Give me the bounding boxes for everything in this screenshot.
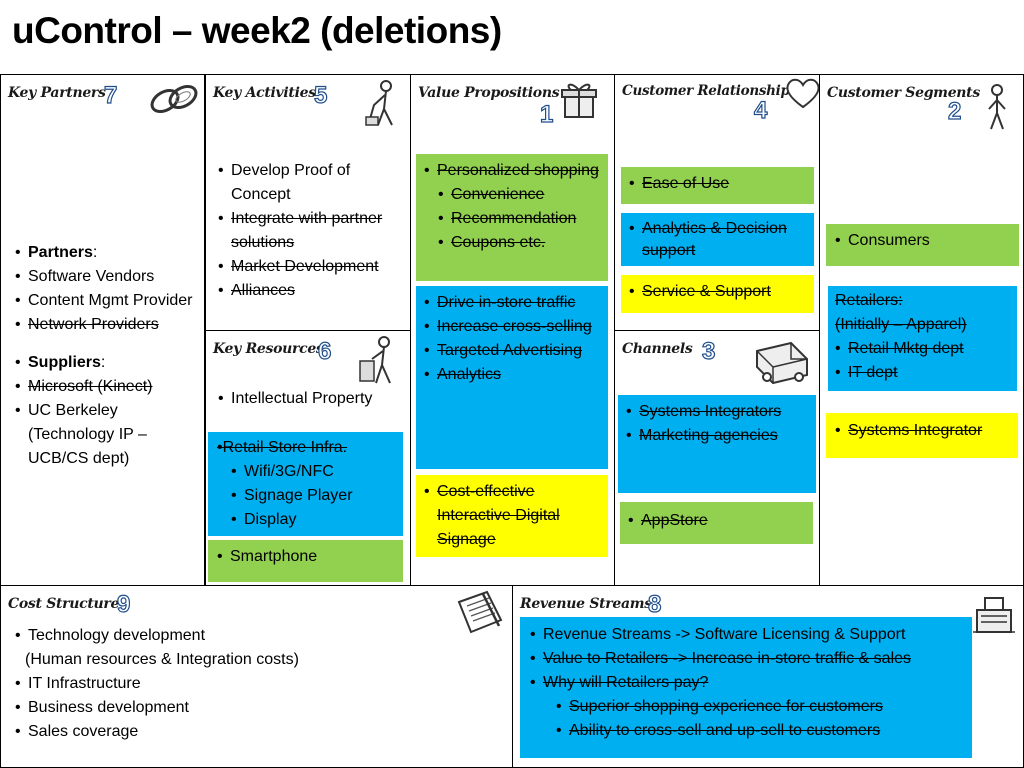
- key-partners-number: 7: [103, 82, 118, 109]
- list-item: Alliances: [218, 279, 408, 303]
- channels-green-box: AppStore: [620, 502, 813, 544]
- value-propositions-heading: Value Propositions: [418, 85, 560, 101]
- channels-number: 3: [701, 338, 716, 365]
- list-item: Retail Mktg dept: [835, 337, 1010, 361]
- list-item: Smartphone: [217, 545, 394, 569]
- list-item: Consumers: [835, 229, 1010, 253]
- worker-icon: [359, 336, 391, 384]
- cost-structure-list: Technology development (Human resources …: [15, 624, 505, 744]
- list-item: Ease of Use: [629, 172, 806, 196]
- cash-register-icon: [973, 597, 1015, 633]
- list-item: (Human resources & Integration costs): [25, 651, 299, 668]
- value-propositions-blue-box: Drive in-store traffic Increase cross-se…: [416, 286, 608, 469]
- channels-blue-box: Systems Integrators Marketing agencies: [618, 395, 816, 493]
- customer-segments-heading: Customer Segments: [827, 85, 980, 101]
- delivery-truck-icon: [756, 341, 808, 385]
- list-item: Systems Integrators: [626, 400, 808, 424]
- list-item: Integrate with partner solutions: [218, 207, 408, 255]
- notepad-icon: [457, 590, 503, 634]
- gift-box-icon: [561, 83, 597, 118]
- list-item: Why will Retailers pay?: [530, 671, 962, 695]
- key-activities-list: Develop Proof of Concept Integrate with …: [218, 159, 408, 303]
- list-item: Wifi/3G/NFC: [217, 460, 397, 484]
- list-item: Content Mgmt Provider: [15, 289, 201, 313]
- page-title: uControl – week2 (deletions): [12, 10, 502, 51]
- customer-relationships-heading: Customer Relationships: [622, 83, 797, 99]
- list-item: Targeted Advertising: [424, 339, 600, 363]
- list-item: IT dept: [835, 361, 1010, 385]
- list-item: Recommendation: [424, 207, 600, 231]
- list-item: Sales coverage: [15, 720, 505, 744]
- customer-relationships-blue-box: Analytics & Decision support: [621, 213, 814, 266]
- key-partners-heading: Key Partners: [8, 85, 106, 101]
- customer-segments-blue-box: Retailers: (Initially – Apparel) Retail …: [828, 286, 1017, 391]
- list-item: Microsoft (Kinect): [15, 375, 201, 399]
- worker-icon: [365, 80, 393, 126]
- list-item: Network Providers: [15, 313, 201, 337]
- heart-icon: [786, 78, 820, 109]
- list-item: Display: [217, 508, 397, 532]
- list-item: Drive in-store traffic: [424, 291, 600, 315]
- person-icon: [988, 84, 1006, 130]
- list-item: Value to Retailers -> Increase in-store …: [530, 647, 962, 671]
- key-resources-heading: Key Resources: [213, 341, 324, 357]
- list-item: (Initially – Apparel): [835, 316, 967, 333]
- key-activities-heading: Key Activities: [213, 85, 316, 101]
- list-item: Technology development: [15, 624, 505, 648]
- list-item: Business development: [15, 696, 505, 720]
- customer-relationships-green-box: Ease of Use: [621, 167, 814, 204]
- customer-relationships-yellow-box: Service & Support: [621, 275, 814, 313]
- key-resources-green-box: Smartphone: [208, 540, 403, 582]
- key-resources-number: 6: [317, 338, 332, 365]
- list-item: •Retail Store Infra.: [217, 439, 348, 456]
- list-item: Retailers:: [835, 292, 903, 309]
- list-item: Analytics & Decision support: [629, 218, 806, 262]
- revenue-streams-number: 8: [647, 591, 662, 618]
- revenue-streams-blue-box: Revenue Streams -> Software Licensing & …: [520, 617, 972, 758]
- list-item: Ability to cross-sell and up-sell to cus…: [530, 719, 962, 743]
- customer-segments-green-box: Consumers: [826, 224, 1019, 266]
- list-item: UC Berkeley (Technology IP – UCB/CS dept…: [15, 399, 201, 471]
- list-item: Superior shopping experience for custome…: [530, 695, 962, 719]
- list-item: Develop Proof of Concept: [218, 159, 408, 207]
- key-resources-blue-box: •Retail Store Infra. Wifi/3G/NFC Signage…: [208, 432, 403, 536]
- list-item: Systems Integrator: [835, 419, 1009, 443]
- list-item: Personalized shopping: [424, 159, 600, 183]
- value-propositions-yellow-box: Cost-effective Interactive Digital Signa…: [416, 475, 608, 557]
- list-item: Partners:: [15, 241, 201, 265]
- list-item: Revenue Streams -> Software Licensing & …: [530, 623, 962, 647]
- value-propositions-green-box: Personalized shopping Convenience Recomm…: [416, 154, 608, 281]
- list-item: Coupons etc.: [424, 231, 600, 255]
- list-item: Marketing agencies: [626, 424, 808, 448]
- value-propositions-number: 1: [539, 101, 554, 128]
- list-item: IT Infrastructure: [15, 672, 505, 696]
- list-item: Cost-effective Interactive Digital Signa…: [424, 480, 600, 552]
- revenue-streams-heading: Revenue Streams: [520, 596, 652, 612]
- list-item: Suppliers:: [15, 351, 201, 375]
- list-item: Service & Support: [629, 280, 806, 304]
- key-resources-list: Intellectual Property: [218, 387, 408, 411]
- key-activities-cell: Key Activities 5 Develop Proof of Concep…: [205, 74, 411, 331]
- cost-structure-heading: Cost Structure: [8, 596, 120, 612]
- cost-structure-cell: Cost Structure 9 Technology development …: [0, 585, 513, 768]
- channels-heading: Channels: [622, 341, 693, 357]
- key-partners-cell: Key Partners 7 Partners: Software Vendor…: [0, 74, 205, 586]
- list-item: Increase cross-selling: [424, 315, 600, 339]
- customer-relationships-number: 4: [753, 97, 768, 124]
- chain-links-icon: [150, 85, 198, 113]
- list-item: Market Development: [218, 255, 408, 279]
- list-item: Signage Player: [217, 484, 397, 508]
- key-partners-list: Partners: Software Vendors Content Mgmt …: [15, 241, 201, 471]
- list-item: AppStore: [628, 509, 805, 533]
- list-item: Convenience: [424, 183, 600, 207]
- list-item: Intellectual Property: [218, 387, 408, 411]
- cost-structure-number: 9: [116, 591, 131, 618]
- list-item: Software Vendors: [15, 265, 201, 289]
- customer-segments-yellow-box: Systems Integrator: [826, 413, 1018, 458]
- key-activities-number: 5: [313, 82, 328, 109]
- customer-segments-number: 2: [947, 98, 962, 125]
- list-item: Analytics: [424, 363, 600, 387]
